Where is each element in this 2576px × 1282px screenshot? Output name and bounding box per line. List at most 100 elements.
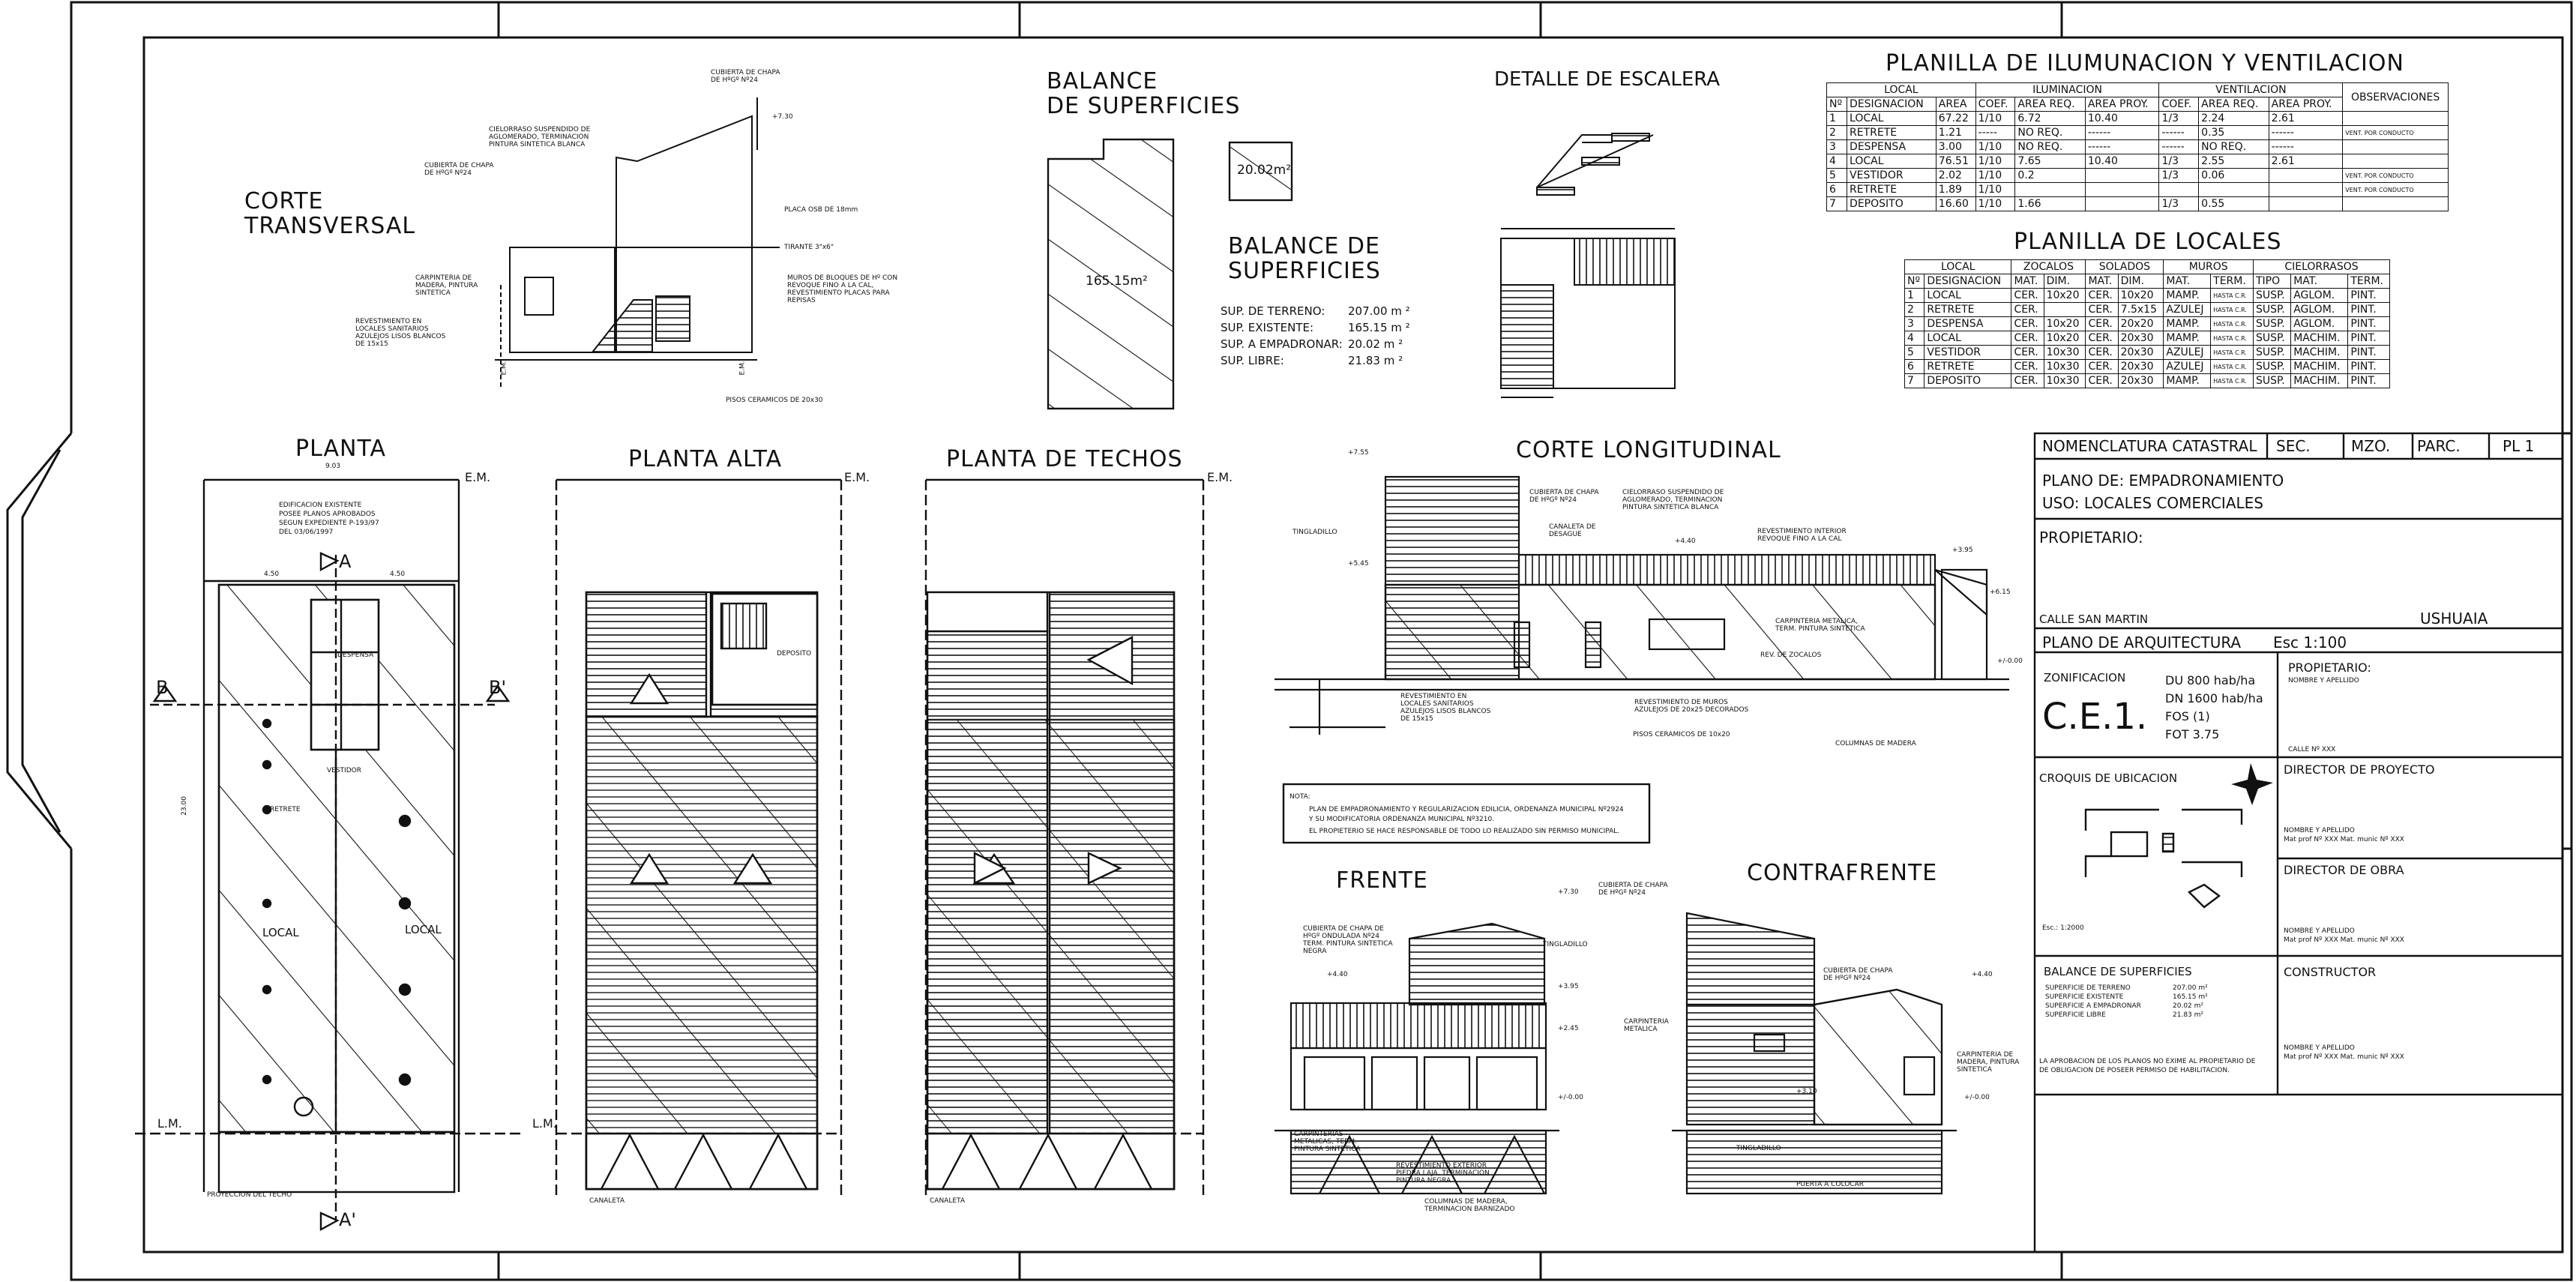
parc-label: PARC.: [2417, 437, 2461, 455]
calle-numero: CALLE Nº XXX: [2288, 746, 2336, 753]
table-cell: CER.: [2085, 373, 2119, 388]
title-detalle-escalera: DETALLE DE ESCALERA: [1494, 68, 1721, 91]
table-cell: SUSP.: [2252, 345, 2292, 360]
level-310: +3.10: [1796, 1088, 1817, 1095]
cart-balance-title: BALANCE DE SUPERFICIES: [2044, 965, 2192, 978]
table-cell: 1/10: [1975, 154, 2016, 169]
linea-municipal: L.M.: [532, 1116, 557, 1131]
balance-superficies-shapes: [1047, 138, 1293, 410]
table-cell: NO REQ.: [2014, 139, 2086, 154]
room-label-deposito: DEPOSITO: [777, 650, 812, 657]
table-cell: LOCAL: [1924, 331, 2012, 346]
table-cell: [2342, 139, 2449, 154]
planilla-iluminacion-table: LOCAL ILUMINACION VENTILACION OBSERVACIO…: [1826, 82, 2449, 211]
croquis-label: CROQUIS DE UBICACION: [2039, 771, 2178, 785]
table-cell: 1: [1826, 111, 1848, 126]
note-rev-zocalos: REV. DE ZOCALOS: [1760, 651, 1822, 659]
note-carp-madera: CARPINTERIA DE MADERA, PINTURA SINTETICA: [1957, 1051, 2020, 1074]
table-cell: 1/10: [1975, 182, 2016, 197]
balance-list: SUP. DE TERRENO:207.00 m ² SUP. EXISTENT…: [1221, 303, 1410, 369]
compass-icon: [2231, 763, 2273, 805]
table-cell: PINT.: [2347, 359, 2390, 374]
table-cell: [2014, 182, 2086, 197]
cart-balance-label: SUPERFICIE DE TERRENO: [2045, 984, 2131, 992]
table-header-cell: COEF.: [1975, 97, 2016, 112]
balance-label: SUP. DE TERRENO:: [1221, 304, 1325, 318]
cartouche-frame: [2033, 432, 2564, 1254]
escala: Esc 1:100: [2273, 634, 2347, 651]
corte-longitudinal-drawing: [1275, 475, 2009, 735]
cart-balance-value: 20.02 m²: [2173, 1002, 2204, 1010]
table-cell: ------: [2158, 125, 2200, 140]
table-header-cell: AREA REQ.: [2014, 97, 2086, 112]
title-planilla-iluminacion: PLANILLA DE ILUMUNACION Y VENTILACION: [1886, 50, 2404, 76]
table-cell: ------: [2268, 125, 2344, 140]
table-cell: 1/10: [1975, 168, 2016, 183]
note-muros: MUROS DE BLOQUES DE Hº CON REVOQUE FINO …: [787, 274, 898, 304]
table-header-cell: Nº: [1904, 274, 1925, 289]
table-cell: 10x20: [2043, 331, 2086, 346]
table-cell: 6: [1904, 359, 1925, 374]
table-group-header: CIELORRASOS: [2253, 259, 2390, 274]
title-planta-alta: PLANTA ALTA: [628, 446, 783, 472]
director-proyecto-nombre: NOMBRE Y APELLIDO: [2284, 827, 2355, 834]
level-755: +7.55: [1348, 449, 1369, 457]
table-cell: PINT.: [2347, 331, 2390, 346]
table-cell: 1/3: [2158, 196, 2200, 211]
table-cell: 10x20: [2117, 288, 2164, 303]
table-cell: PINT.: [2347, 345, 2390, 360]
table-cell: CER.: [2011, 302, 2044, 317]
plano-number: PL 1: [2503, 437, 2535, 455]
table-cell: 2.61: [2268, 154, 2344, 169]
table-cell: MACHIM.: [2290, 359, 2349, 374]
level-245: +2.45: [1558, 1025, 1579, 1032]
note-canaleta-desague: CANALETA DE DESAGUE: [1549, 523, 1596, 538]
nota-line: PLAN DE EMPADRONAMIENTO Y REGULARIZACION…: [1309, 806, 1624, 813]
table-cell: CER.: [2085, 302, 2119, 317]
note-cielorraso: CIELORRASO SUSPENDIDO DE AGLOMERADO, TER…: [489, 126, 591, 148]
note-rev-muros: REVESTIMIENTO DE MUROS AZULEJOS DE 20x25…: [1634, 699, 1749, 714]
table-cell: DEPOSITO: [1924, 373, 2012, 388]
table-cell: 1.89: [1935, 182, 1976, 197]
table-header-cell: MAT.: [2290, 274, 2349, 289]
table-cell: 10.40: [2084, 154, 2160, 169]
level-440: +4.40: [1675, 538, 1696, 545]
table-cell: CER.: [2011, 373, 2044, 388]
title-balance-superficies-1: BALANCE DE SUPERFICIES: [1047, 68, 1241, 119]
cart-balance-label: SUPERFICIE EXISTENTE: [2045, 993, 2124, 1001]
constructor-label: CONSTRUCTOR: [2284, 965, 2377, 979]
director-proyecto-label: DIRECTOR DE PROYECTO: [2284, 762, 2435, 777]
table-cell: ------: [2084, 125, 2160, 140]
title-planta: PLANTA: [295, 436, 386, 462]
table-cell: 10.40: [2084, 111, 2160, 126]
table-group-header: LOCAL: [1904, 259, 2012, 274]
note-tirante: TIRANTE 3"x6": [784, 244, 834, 251]
table-cell: 20x30: [2117, 345, 2164, 360]
level-395: +3.95: [1952, 547, 1973, 554]
note-tingladillo: TINGLADILLO: [1543, 941, 1588, 948]
note-carp-metalica2: CARPINTERIA METALICA: [1624, 1018, 1669, 1033]
balance-value: 20.02 m ²: [1348, 337, 1403, 351]
note-pisos: PISOS CERAMICOS DE 20x30: [726, 397, 823, 404]
table-cell: [2084, 182, 2160, 197]
table-cell: CER.: [2011, 359, 2044, 374]
title-corte-transversal: CORTE TRANSVERSAL: [244, 188, 416, 239]
zonificacion-params: DU 800 hab/ha DN 1600 hab/ha FOS (1) FOT…: [2165, 672, 2263, 744]
table-cell: 0.06: [2198, 168, 2269, 183]
table-cell: 7: [1904, 373, 1925, 388]
level-000: +/-0.00: [1964, 1094, 1990, 1101]
room-label-vestidor: VESTIDOR: [327, 767, 361, 774]
table-header-cell: AREA REQ.: [2198, 97, 2269, 112]
table-cell: 2: [1904, 302, 1925, 317]
title-frente: FRENTE: [1336, 867, 1428, 894]
section-marker-b: B: [156, 677, 169, 698]
table-cell: CER.: [2011, 316, 2044, 331]
note-rev-interior: REVESTIMIENTO INTERIOR REVOQUE FINO A LA…: [1757, 528, 1847, 543]
table-cell: 10x30: [2043, 373, 2086, 388]
level-730: +7.30: [1558, 888, 1579, 896]
table-cell: 0.2: [2014, 168, 2086, 183]
dim-half: 4.50: [390, 571, 406, 578]
table-cell: 1/10: [1975, 111, 2016, 126]
